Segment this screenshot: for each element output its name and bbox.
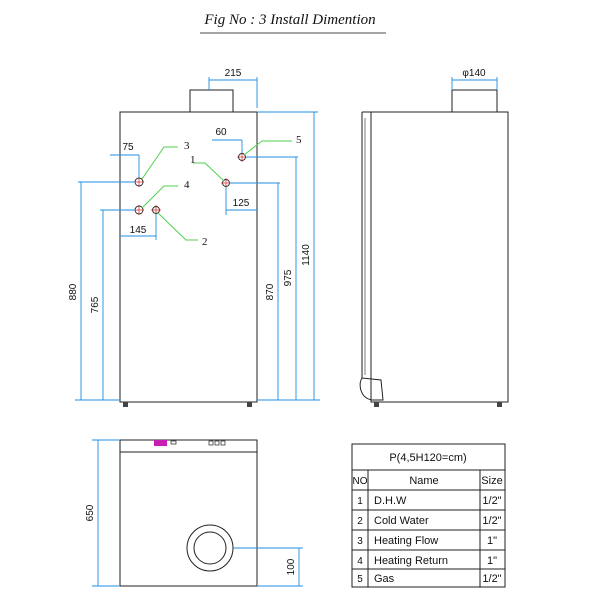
dim-flue-diameter: φ140	[462, 68, 486, 79]
connection-5-gas	[237, 152, 247, 162]
dim-765: 765	[90, 296, 101, 313]
dim-650: 650	[85, 504, 96, 521]
svg-text:1/2": 1/2"	[482, 515, 501, 527]
table-header-size: Size	[481, 475, 502, 487]
side-foot-right	[497, 402, 502, 407]
table-header-name: Name	[409, 475, 438, 487]
callout-4: 4	[184, 179, 190, 191]
dim-870: 870	[265, 283, 276, 300]
svg-text:1": 1"	[487, 535, 497, 547]
svg-text:1/2": 1/2"	[482, 495, 501, 507]
side-flue-pipe	[451, 89, 498, 113]
dim-975: 975	[283, 269, 294, 286]
table-header-no: NO	[353, 476, 368, 487]
callout-3: 3	[184, 140, 190, 152]
svg-text:Heating Return: Heating Return	[374, 555, 448, 567]
connection-1-dhw	[221, 178, 231, 188]
svg-text:Cold Water: Cold Water	[374, 515, 429, 527]
table-row: 4 Heating Return 1"	[357, 555, 497, 567]
front-dimension-lines	[75, 77, 320, 401]
bottom-boiler-body	[119, 439, 258, 587]
svg-text:Gas: Gas	[374, 573, 395, 585]
dim-1140: 1140	[301, 244, 312, 266]
front-view: 3 4 2 1 5	[68, 68, 320, 407]
svg-text:1": 1"	[487, 555, 497, 567]
callout-1: 1	[190, 154, 196, 166]
front-boiler-body	[119, 111, 258, 403]
dim-145: 145	[130, 225, 147, 236]
table-row: 5 Gas 1/2"	[357, 573, 501, 585]
front-flue-pipe	[189, 89, 234, 113]
dim-880: 880	[68, 283, 79, 300]
side-bottom-bracket	[359, 377, 384, 401]
dim-75: 75	[122, 142, 134, 153]
dim-60: 60	[215, 127, 227, 138]
side-boiler-body	[370, 111, 509, 403]
svg-text:3: 3	[357, 536, 363, 547]
callout-2: 2	[202, 236, 208, 248]
svg-text:Heating Flow: Heating Flow	[374, 535, 438, 547]
table-row: 1 D.H.W 1/2"	[357, 495, 501, 507]
figure-title: Fig No : 3 Install Dimention	[203, 12, 375, 28]
bottom-accent-marker	[154, 440, 167, 446]
dim-215: 215	[225, 68, 242, 79]
dim-125: 125	[233, 198, 250, 209]
svg-text:1: 1	[357, 496, 363, 507]
table-row: 2 Cold Water 1/2"	[357, 515, 501, 527]
front-foot-left	[123, 402, 128, 407]
svg-text:5: 5	[357, 574, 363, 585]
svg-text:4: 4	[357, 556, 363, 567]
front-foot-right	[247, 402, 252, 407]
svg-text:D.H.W: D.H.W	[374, 495, 407, 507]
table-caption: P(4,5H120=cm)	[389, 452, 466, 464]
side-view: φ140	[359, 68, 509, 407]
callout-leaders	[141, 140, 292, 241]
pipe-size-table: P(4,5H120=cm) NO Name Size 1 D.H.W 1/2" …	[351, 443, 506, 588]
connection-2-cold-water	[151, 205, 161, 215]
dim-100: 100	[286, 558, 297, 575]
side-foot-left	[374, 402, 379, 407]
bottom-flue-inner	[193, 531, 227, 565]
svg-text:1/2": 1/2"	[482, 573, 501, 585]
table-row: 3 Heating Flow 1"	[357, 535, 497, 547]
callout-5: 5	[296, 134, 302, 146]
svg-text:2: 2	[357, 516, 363, 527]
connection-4-heating-return	[134, 205, 144, 215]
bottom-view: 650 100	[85, 439, 303, 587]
